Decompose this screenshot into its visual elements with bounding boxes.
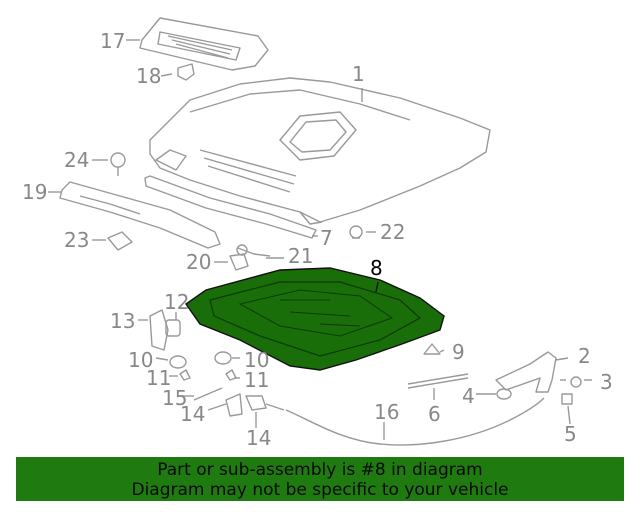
callout-19: 19 [22, 180, 48, 204]
callout-22: 22 [380, 220, 406, 244]
callout-20: 20 [186, 250, 212, 274]
callout-8: 8 [370, 256, 383, 280]
bolt-part-24 [110, 152, 126, 176]
callout-1: 1 [352, 62, 365, 86]
info-banner: Part or sub-assembly is #8 in diagram Di… [16, 457, 624, 501]
prop-rod-part [407, 373, 469, 389]
callout-17: 17 [100, 29, 126, 53]
release-cable-part [285, 397, 545, 446]
callout-3: 3 [600, 370, 613, 394]
grommet-part-4 [496, 388, 512, 400]
bumper-part-22 [349, 225, 363, 239]
callout-23: 23 [64, 228, 90, 252]
callout-16: 16 [374, 400, 400, 424]
latch-part-14-right [245, 395, 285, 411]
callout-13: 13 [110, 309, 136, 333]
callout-11-right: 11 [244, 368, 270, 392]
latch-part-14-left [225, 393, 243, 417]
bumper-part-12 [165, 319, 181, 337]
callout-2: 2 [578, 344, 591, 368]
callout-14-bottom: 14 [246, 426, 272, 450]
hood-panel-part [149, 77, 491, 225]
callout-6: 6 [428, 402, 441, 426]
callout-10-right: 10 [244, 348, 270, 372]
bolt-part-3 [560, 376, 582, 388]
callout-10-left: 10 [128, 348, 154, 372]
rod-part-15 [193, 387, 223, 401]
bolt-part-21 [236, 244, 271, 257]
banner-line-1: Part or sub-assembly is #8 in diagram [157, 460, 483, 480]
leader-lines [48, 39, 592, 440]
callout-12: 12 [164, 290, 190, 314]
nut-part-11-left [179, 369, 191, 381]
callout-5: 5 [564, 422, 577, 446]
clip-part-20 [229, 253, 249, 271]
callout-9: 9 [452, 340, 465, 364]
clip-part-18 [177, 63, 195, 81]
callout-18: 18 [136, 64, 162, 88]
bracket-part-13 [149, 309, 169, 351]
hinge-part [495, 351, 557, 393]
parts-diagram [48, 17, 592, 446]
retainer-part-23 [107, 231, 133, 251]
hood-insulator-part-highlighted [185, 267, 445, 371]
callout-15: 15 [162, 386, 188, 410]
callout-11-left: 11 [146, 366, 172, 390]
weatherstrip-part [144, 175, 317, 239]
callout-14-left: 14 [180, 402, 206, 426]
callout-4: 4 [462, 384, 475, 408]
grommet-part-10-right [214, 351, 232, 365]
callout-21: 21 [288, 244, 314, 268]
hood-scoop-insert-part [139, 17, 269, 71]
front-seal-part [59, 181, 221, 249]
callout-24: 24 [64, 148, 90, 172]
callout-7: 7 [320, 226, 333, 250]
nut-part-5 [561, 393, 573, 405]
banner-line-2: Diagram may not be specific to your vehi… [131, 480, 509, 500]
grommet-part-10-left [169, 355, 187, 369]
clip-part-9 [423, 343, 441, 355]
